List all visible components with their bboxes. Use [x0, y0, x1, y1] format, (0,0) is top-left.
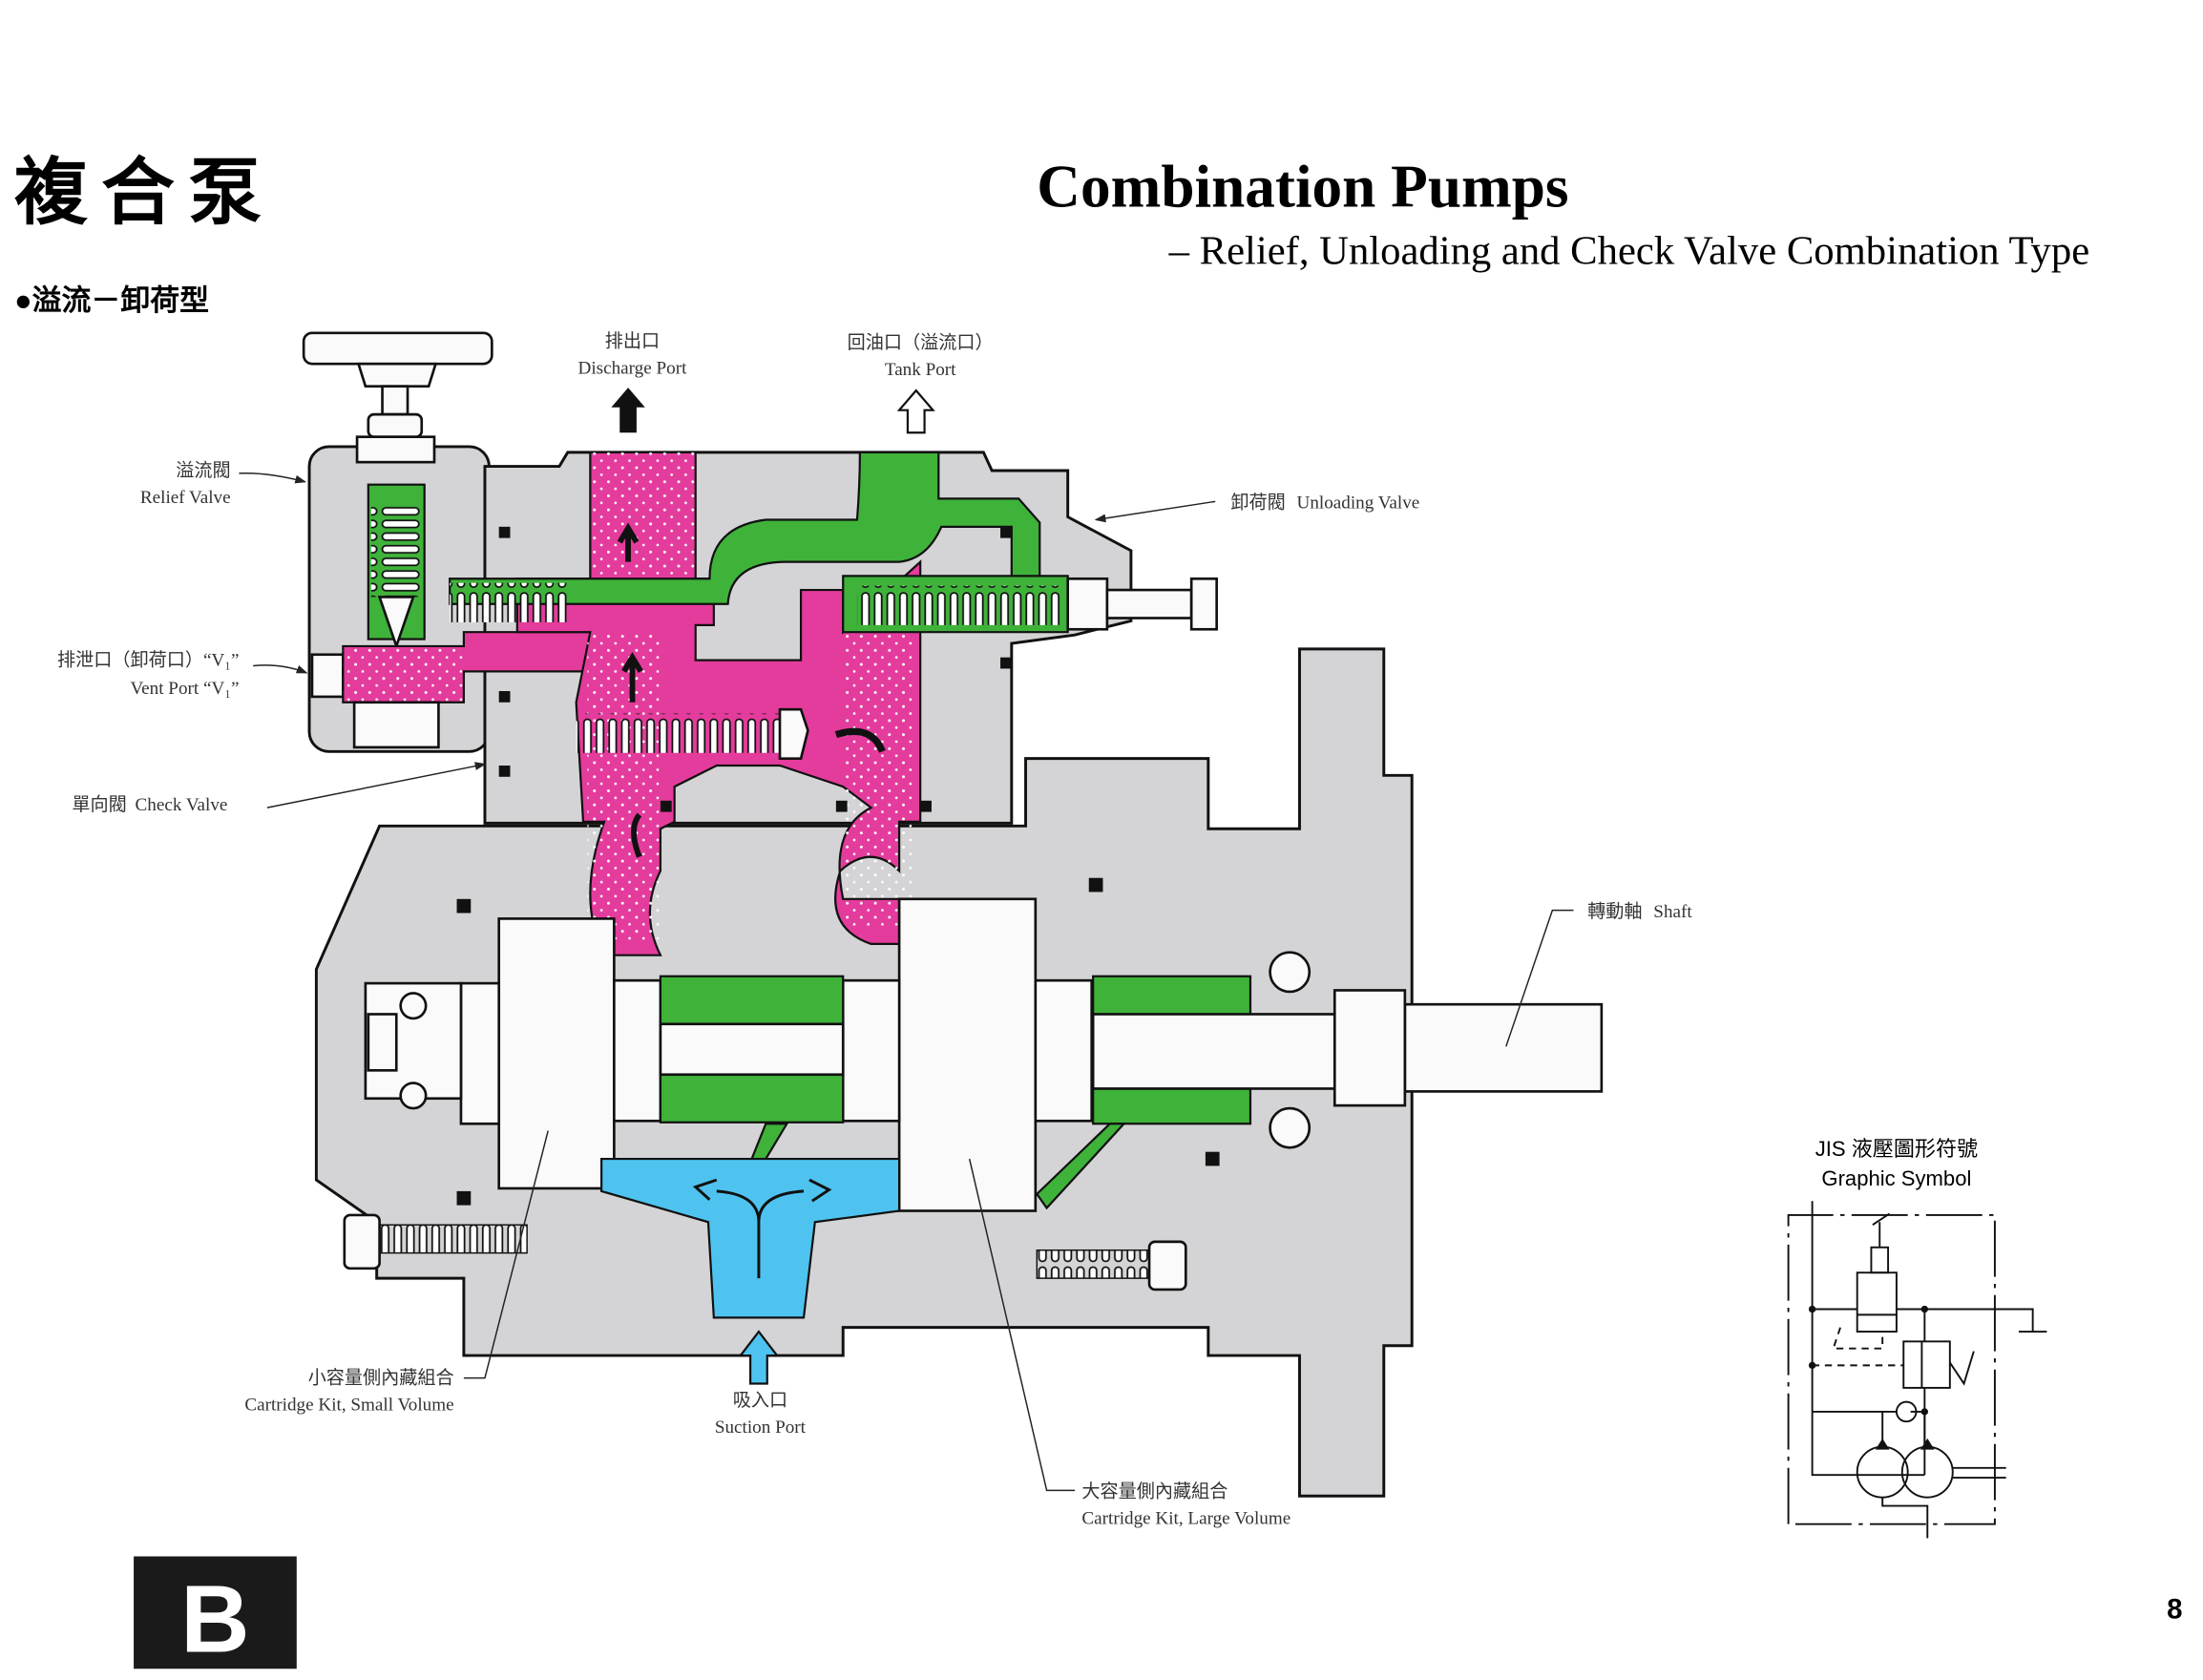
pump-cross-section-diagram — [302, 331, 1604, 1498]
symbol-title-en: Graphic Symbol — [1821, 1166, 1971, 1190]
leader-lines — [239, 472, 1574, 1492]
cartridge-small — [497, 917, 616, 1190]
suction-port-label-zh: 吸入口 — [733, 1391, 787, 1411]
suction-channel — [600, 1157, 901, 1319]
subtitle-en: – Relief, Unloading and Check Valve Comb… — [1168, 229, 2090, 274]
pilot-spring — [450, 582, 570, 622]
section-tab-letter: B — [180, 1566, 249, 1673]
title-en: Combination Pumps — [1037, 153, 1568, 220]
tank-return-channel — [449, 451, 1041, 605]
tank-arrow-icon — [896, 388, 935, 434]
tank-port-label-en: Tank Port — [885, 360, 956, 380]
suction-port-label-en: Suction Port — [715, 1418, 807, 1438]
cartridge-large — [897, 897, 1038, 1212]
suction-arrow-icon — [738, 1330, 780, 1385]
cartridge-small-label-zh: 小容量側內藏組合 — [308, 1367, 454, 1388]
relief-valve-label-zh: 溢流閥 — [176, 460, 230, 481]
symbol-title-zh: JIS 液壓圖形符號 — [1815, 1137, 1978, 1161]
discharge-port-label-en: Discharge Port — [578, 358, 688, 378]
cartridge-small-label-en: Cartridge Kit, Small Volume — [244, 1395, 453, 1415]
check-valve-spring — [576, 713, 787, 753]
section-tab — [134, 1556, 297, 1670]
unloading-spring — [856, 585, 1061, 625]
title-zh: 複合泵 — [14, 153, 276, 234]
cartridge-large-label-zh: 大容量側內藏組合 — [1081, 1481, 1227, 1502]
jis-graphic-symbol — [1787, 1201, 2047, 1539]
cartridge-large-label-en: Cartridge Kit, Large Volume — [1081, 1509, 1290, 1529]
relief-spring — [370, 505, 422, 598]
vent-port-label-zh: 排泄口（卸荷口）“V₁” — [57, 650, 239, 671]
section-label: ●溢流－卸荷型 — [14, 284, 209, 317]
relief-valve-label-en: Relief Valve — [140, 488, 231, 508]
relief-knob — [302, 331, 493, 366]
page-number: 8 — [2167, 1593, 2182, 1625]
tank-port-label-zh: 回油口（溢流口） — [848, 332, 994, 353]
vent-port-label-en: Vent Port “V₁” — [130, 679, 239, 699]
discharge-arrow-icon — [611, 388, 645, 433]
discharge-port-label-zh: 排出口 — [605, 330, 660, 351]
